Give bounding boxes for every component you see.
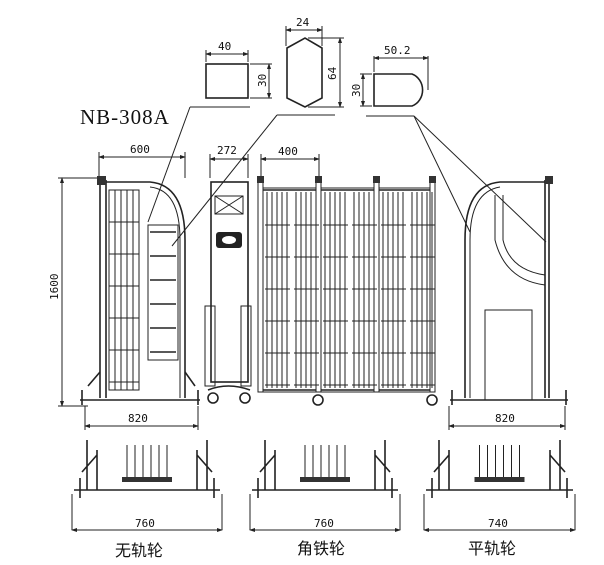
leader-lines (147, 106, 547, 247)
post-cap (429, 176, 436, 183)
dim-left-base: 820 (128, 412, 148, 425)
dim-left-width: 600 (130, 143, 150, 156)
wheel-icon (426, 394, 438, 406)
post-cap (315, 176, 322, 183)
dim-panel-width: 400 (278, 145, 298, 158)
wheel-type-label-1: 角铁轮 (297, 539, 345, 558)
wheel-bracket (300, 477, 350, 482)
base-frame (426, 440, 573, 498)
wheel-type-width-2: 740 (488, 517, 508, 530)
wheel-type-views (71, 440, 576, 532)
left-side-view (80, 176, 200, 405)
gate-post (257, 181, 264, 393)
gate-post (315, 181, 322, 393)
wheel-type-label-2: 平轨轮 (468, 539, 516, 558)
wheel-type-width-1: 760 (314, 517, 334, 530)
wheel-bracket (122, 477, 172, 482)
profile-rounded: 50.2 30 (350, 44, 429, 107)
dim-post-width: 272 (217, 144, 237, 157)
profile-hexagon: 24 64 (285, 16, 344, 108)
profile-hexagon-width: 24 (296, 16, 310, 29)
model-title: NB-308A (80, 105, 170, 129)
profile-rect-height: 30 (256, 74, 269, 87)
post-cap (257, 176, 264, 183)
profile-hexagon-height: 64 (326, 66, 339, 80)
profile-rounded-width: 50.2 (384, 44, 411, 57)
dim-right-base: 820 (495, 412, 515, 425)
wheel-bracket (474, 477, 525, 482)
wheel-type-width-0: 760 (135, 517, 155, 530)
wheel-icon (312, 394, 324, 406)
profile-rect: 40 30 (205, 40, 272, 99)
post-cap (373, 176, 380, 183)
dim-height: 1600 (48, 274, 61, 301)
profile-rect-width: 40 (218, 40, 231, 53)
base-frame (252, 440, 398, 498)
profile-rounded-height: 30 (350, 84, 363, 97)
front-view (204, 176, 438, 406)
main-dimensions: 600 272 400 1600 820 820 (48, 143, 566, 430)
rear-side-view (450, 176, 568, 405)
wheel-type-label-0: 无轨轮 (115, 541, 163, 560)
gate-post (373, 181, 380, 393)
base-frame (74, 440, 220, 498)
